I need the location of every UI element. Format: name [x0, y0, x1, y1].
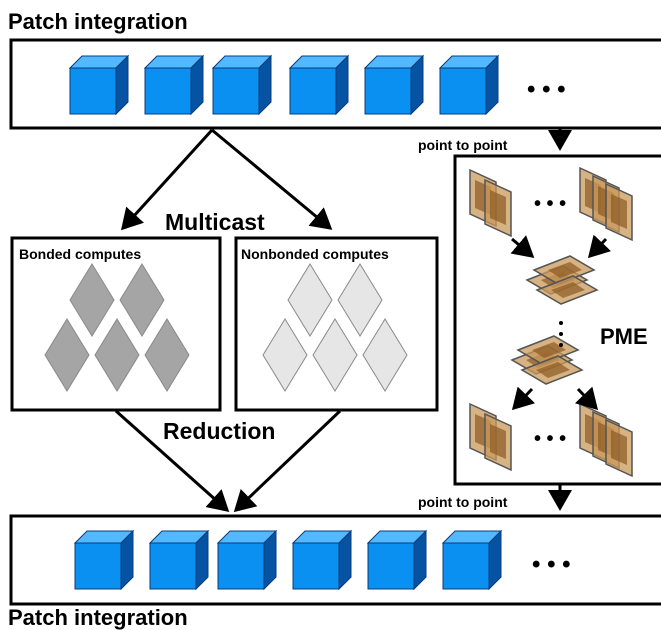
p2p-bottom-label: point to point [418, 494, 508, 510]
cube-icon-top-4 [288, 54, 350, 116]
pme-arrow-out-right [574, 386, 599, 411]
p2p-top-label: point to point [418, 137, 508, 153]
cube-icon-bottom-4 [291, 529, 353, 591]
bonded-diamond-2 [119, 263, 165, 337]
nonbonded-computes-label: Nonbonded computes [241, 246, 389, 262]
pme-plane-mid-2 [532, 255, 596, 285]
cube-icon-bottom-5 [366, 529, 428, 591]
bonded-diamond-1 [69, 263, 115, 337]
pme-plane-mid-6 [520, 355, 584, 385]
pme-plane-top-5 [605, 182, 633, 242]
cube-icon-bottom-1 [73, 529, 135, 591]
pme-arrow-out-left [511, 386, 536, 411]
top-patch-title: Patch integration [8, 9, 188, 34]
pme-plane-mid-3 [535, 275, 599, 305]
nonbonded-diamond-1 [287, 263, 333, 337]
pme-vdot-2 [559, 332, 563, 336]
pme-vdot-1 [559, 321, 563, 325]
pme-plane-mid-5 [516, 335, 580, 365]
cube-icon-top-1 [68, 54, 130, 116]
multicast-arrow-right [211, 128, 333, 230]
nonbonded-diamond-group [262, 263, 408, 392]
cube-icon-top-5 [363, 54, 425, 116]
pme-vdot-3 [559, 343, 563, 347]
nonbonded-diamond-4 [312, 318, 358, 392]
nonbonded-diamond-3 [262, 318, 308, 392]
cube-icon-bottom-2 [148, 529, 210, 591]
pme-plane-group [469, 166, 633, 478]
pme-ellipsis-top: • • • [534, 193, 566, 215]
reduction-arrow-left [115, 409, 230, 512]
bottom-patch-box [9, 514, 661, 606]
cube-icon-top-3 [211, 54, 273, 116]
nonbonded-diamond-5 [362, 318, 408, 392]
top-patch-box [9, 38, 661, 130]
pme-arrow-in-right [587, 234, 612, 259]
pme-plane-bottom-2 [484, 412, 512, 472]
pme-plane-bottom-5 [605, 418, 633, 478]
multicast-arrow-left [120, 128, 214, 231]
pme-label: PME [600, 324, 648, 349]
top-cube-row [68, 54, 500, 116]
pme-ellipsis-bottom: • • • [534, 428, 566, 450]
bottom-cube-row [73, 529, 503, 591]
cube-icon-top-2 [143, 54, 205, 116]
bottom-ellipsis: • • • [532, 551, 571, 578]
cube-icon-bottom-6 [441, 529, 503, 591]
bonded-computes-label: Bonded computes [19, 246, 141, 262]
reduction-arrow-right [233, 409, 342, 513]
reduction-label: Reduction [163, 418, 275, 444]
nonbonded-diamond-2 [337, 263, 383, 337]
top-ellipsis: • • • [527, 76, 566, 103]
cube-icon-bottom-3 [216, 529, 278, 591]
bonded-diamond-group [44, 263, 190, 392]
bonded-diamond-5 [144, 318, 190, 392]
bottom-patch-title: Patch integration [8, 605, 188, 630]
pme-arrow-in-left [510, 235, 535, 258]
bonded-diamond-3 [44, 318, 90, 392]
cube-icon-top-6 [438, 54, 500, 116]
bonded-diamond-4 [94, 318, 140, 392]
multicast-label: Multicast [165, 209, 265, 235]
